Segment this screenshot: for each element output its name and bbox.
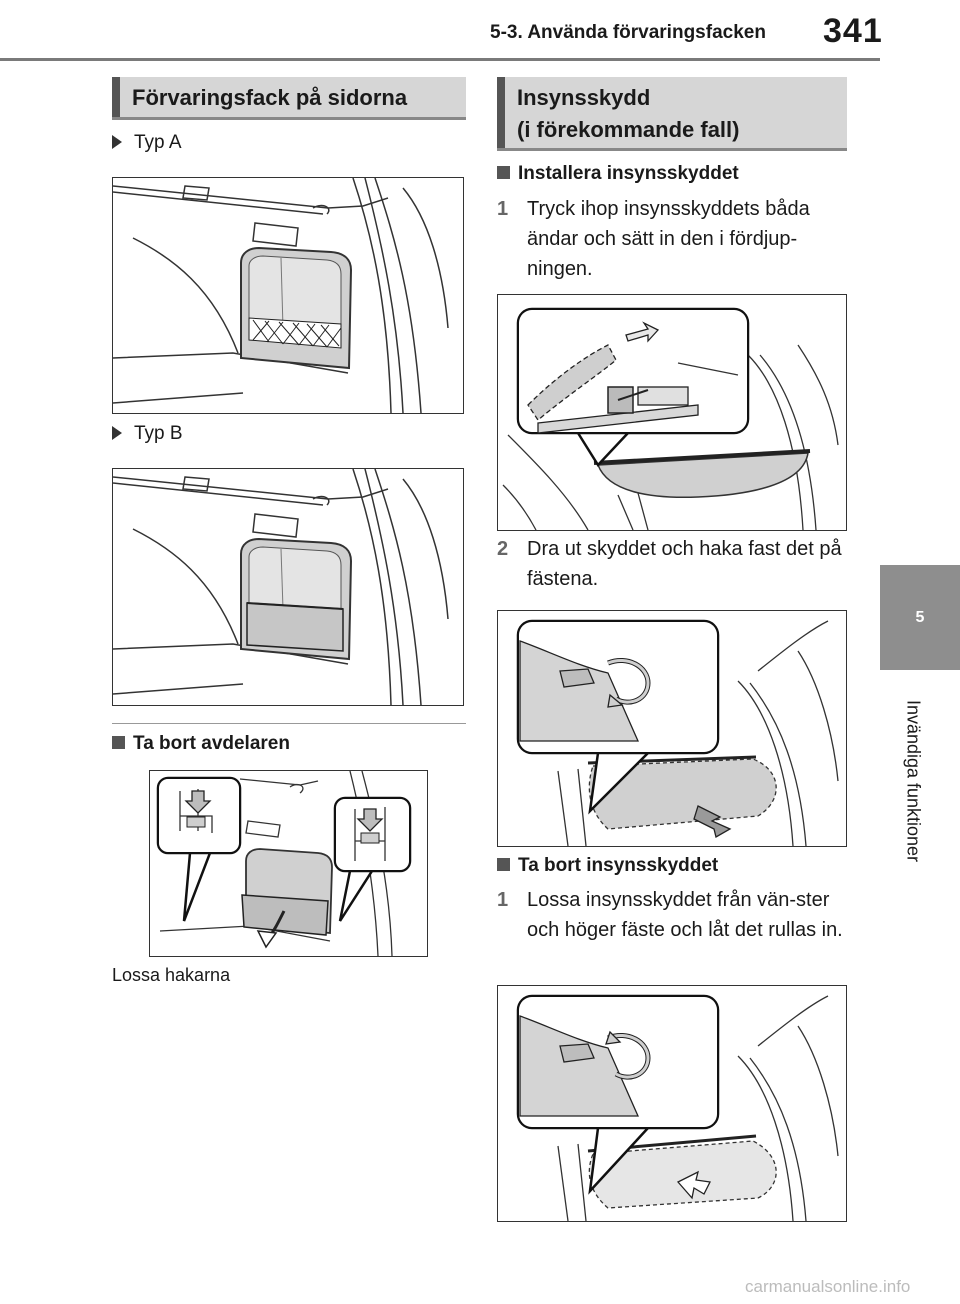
step-number: 1 — [497, 198, 509, 220]
step-number: 1 — [497, 889, 509, 911]
type-b-label: Typ B — [112, 423, 183, 445]
right-section-heading: Insynsskydd (i förekommande fall) — [497, 77, 847, 151]
figure-type-b — [112, 468, 464, 706]
page-number: 341 — [823, 12, 883, 50]
square-bullet-icon — [497, 166, 510, 179]
chapter-label: Invändiga funktioner — [893, 686, 933, 876]
step-text: Dra ut skyddet och haka fast det på fäst… — [527, 538, 842, 590]
header-rule — [0, 58, 880, 61]
page-header: 5-3. Använda förvaringsfacken 341 — [0, 0, 960, 62]
divider — [112, 723, 466, 724]
install-step-1: 1 Tryck ihop insynsskyddets båda ändar o… — [497, 194, 847, 284]
triangle-bullet-icon — [112, 426, 122, 440]
figure-install-step-1 — [497, 294, 847, 531]
heading-bar — [497, 77, 505, 148]
triangle-bullet-icon — [112, 135, 122, 149]
section-title: 5-3. Använda förvaringsfacken — [490, 22, 766, 43]
chapter-label-text: Invändiga funktioner — [903, 699, 924, 863]
install-subheading: Installera insynsskyddet — [497, 163, 739, 185]
install-step-2: 2 Dra ut skyddet och haka fast det på fä… — [497, 534, 847, 594]
chapter-number: 5 — [915, 609, 925, 626]
remove-divider-subheading: Ta bort avdelaren — [112, 733, 290, 755]
figure-install-step-2 — [497, 610, 847, 847]
type-a-text: Typ A — [134, 132, 182, 153]
remove-cover-subheading: Ta bort insynsskyddet — [497, 855, 718, 877]
square-bullet-icon — [112, 736, 125, 749]
figure-remove-divider — [149, 770, 428, 957]
install-subheading-text: Installera insynsskyddet — [518, 163, 739, 184]
type-a-label: Typ A — [112, 132, 182, 154]
right-heading-line1: Insynsskydd — [517, 85, 651, 110]
step-text: Lossa insynsskyddet från vän-ster och hö… — [527, 889, 843, 941]
step-text: Tryck ihop insynsskyddets båda ändar och… — [527, 198, 810, 280]
left-section-heading: Förvaringsfack på sidorna — [112, 77, 466, 120]
square-bullet-icon — [497, 858, 510, 871]
chapter-tab: 5 — [880, 565, 960, 670]
figure-caption: Lossa hakarna — [112, 965, 231, 985]
figure-type-a — [112, 177, 464, 414]
figure-remove-step-1 — [497, 985, 847, 1222]
type-b-text: Typ B — [134, 423, 183, 444]
remove-cover-subheading-text: Ta bort insynsskyddet — [518, 855, 719, 876]
right-heading-line2: (i förekommande fall) — [517, 117, 740, 142]
left-heading-text: Förvaringsfack på sidorna — [132, 85, 408, 110]
heading-bar — [112, 77, 120, 117]
step-number: 2 — [497, 538, 509, 560]
remove-divider-text: Ta bort avdelaren — [133, 733, 290, 754]
remove-step-1: 1 Lossa insynsskyddet från vän-ster och … — [497, 885, 847, 975]
watermark: carmanualsonline.info — [745, 1277, 911, 1296]
